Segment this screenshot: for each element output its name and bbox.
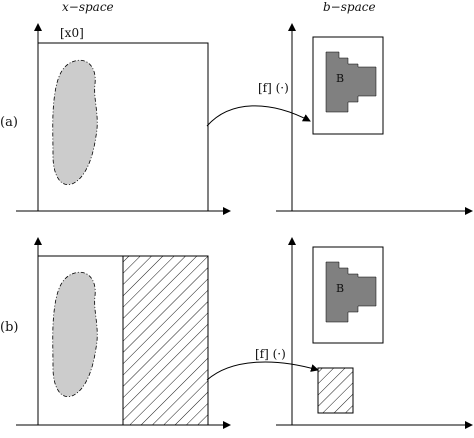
- panel-a-set-b-label: B: [336, 72, 344, 85]
- panel-a-map-label: [f] (·): [258, 81, 289, 95]
- panel-b-set-b-label: B: [336, 282, 344, 295]
- panel-b-map-arrow: [206, 361, 319, 381]
- panel-a-initial-box-label: [x0]: [60, 26, 84, 40]
- panel-b-map-label: [f] (·): [255, 347, 286, 361]
- panel-a-label: (a): [0, 115, 18, 130]
- panel-b-hatched-region: [123, 256, 208, 425]
- panel-a-initial-box: [37, 42, 209, 212]
- panel-a-image-box: [312, 36, 384, 135]
- panel-b-set-b: [325, 261, 377, 323]
- panel-a-set-b: [325, 51, 377, 113]
- panel-a-blob: [52, 59, 98, 186]
- panel-a-map-arrow: [206, 105, 311, 127]
- panel-a: (a) [x0] [f] (·) B: [0, 23, 473, 215]
- x-space-header: x−space: [62, 0, 114, 14]
- panel-b-image-box: [312, 246, 384, 344]
- panel-b-blob: [52, 271, 98, 398]
- b-space-header: b−space: [323, 0, 376, 14]
- panel-b: (b) [f] (·) B: [0, 237, 473, 429]
- panel-b-label: (b): [0, 320, 18, 335]
- panel-b-hatched-image: [317, 367, 354, 414]
